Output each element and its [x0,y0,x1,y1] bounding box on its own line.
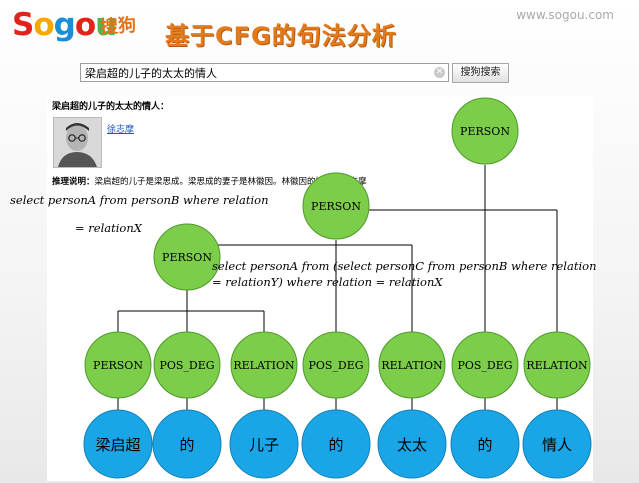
tree-node-top [451,97,519,165]
tree-edges [117,165,558,410]
formula-2-line-1: select personA from (select personC from… [212,259,597,273]
pos-label: POS_DEG [457,359,512,372]
answer-title: 梁启超的儿子的太太的情人： [52,102,170,112]
explain-text: 推理说明：梁启超的儿子是梁思成。梁思成的妻子是林徽因。林徽因的情人是徐志摩 [52,175,367,187]
tree-node-mid-label: PERSON [311,200,361,213]
formula-1-line-1: select personA from personB where relati… [10,193,269,207]
page-title: 基于CFG的句法分析 [165,22,397,50]
pos-label: RELATION [526,359,588,372]
leaf-word: 太太 [397,436,427,454]
leaf-word: 的 [179,436,194,454]
pos-label: POS_DEG [159,359,214,372]
leaf-word: 情人 [542,436,572,454]
leaf-word: 的 [477,436,492,454]
leaf-word: 梁启超 [95,436,140,454]
tree-node-left [153,223,221,291]
pos-label: POS_DEG [308,359,363,372]
search-button[interactable]: 搜狗搜索 [452,63,509,83]
leaf-word: 儿子 [249,436,279,454]
pos-label: RELATION [381,359,443,372]
pos-label: PERSON [93,359,143,372]
explain-body: 梁启超的儿子是梁思成。梁思成的妻子是林徽因。林徽因的情人是徐志摩 [94,177,367,187]
pos-label: RELATION [233,359,295,372]
tree-node-top-label: PERSON [460,125,510,138]
sogou-logo: Sogou [12,7,117,43]
explain-label: 推理说明： [52,177,95,187]
clear-icon[interactable]: ✕ [434,67,445,78]
tree-node-mid [302,172,370,240]
leaf-word: 的 [328,436,343,454]
blue-leaves [83,409,592,479]
avatar [53,117,102,168]
site-url: www.sogou.com [516,8,614,22]
search-input[interactable]: 梁启超的儿子的太太的情人 [80,63,449,82]
formula-2-line-2: = relationY) where relation = relationX [212,275,443,289]
formula-1-line-2: = relationX [75,221,142,235]
green-nodes [84,97,591,399]
tree-node-left-label: PERSON [162,251,212,264]
person-link[interactable]: 徐志摩 [107,125,135,135]
